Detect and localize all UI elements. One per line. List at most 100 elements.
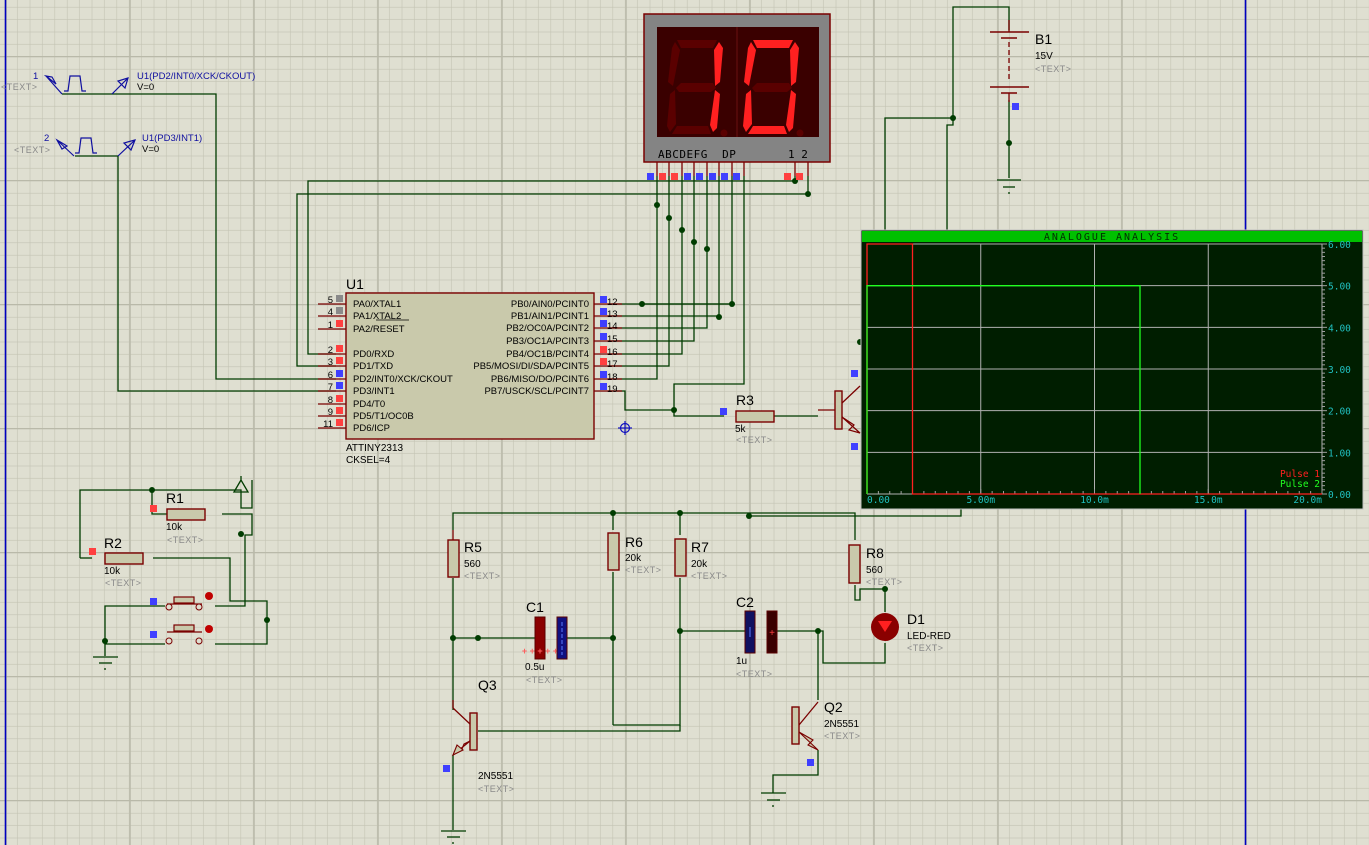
- led-d1[interactable]: D1 LED-RED <TEXT>: [871, 611, 951, 653]
- battery-b1[interactable]: B1 15V <TEXT>: [990, 20, 1072, 110]
- mcu-part: ATTINY2313: [346, 443, 403, 454]
- probe-arrow-icon: [117, 139, 137, 157]
- transistor-q1[interactable]: [818, 370, 861, 450]
- pin-number: 11: [323, 419, 333, 430]
- pin-name: PA2/RESET: [353, 324, 405, 335]
- pin-name: PB2/OC0A/PCINT2: [506, 323, 589, 334]
- resistor-r1[interactable]: R1 10k <TEXT>: [150, 490, 206, 545]
- probe-arrow-icon: [111, 77, 129, 95]
- pin-state-indicator: [336, 295, 343, 302]
- q2-ref: Q2: [824, 699, 843, 715]
- r6-text-placeholder: <TEXT>: [625, 565, 662, 575]
- segment-c: [786, 90, 796, 132]
- generator-2[interactable]: 2 <TEXT>: [14, 133, 97, 157]
- generator-1[interactable]: 1 <TEXT>: [1, 71, 86, 95]
- capacitor-c1[interactable]: + + + + + C1 0.5u <TEXT>: [522, 599, 568, 685]
- ground-b1: [997, 179, 1021, 194]
- resistor-r8[interactable]: R8 560 <TEXT>: [848, 544, 903, 587]
- voltage-probe-2[interactable]: U1(PD3/INT1) V=0: [117, 133, 202, 157]
- segment-dp: [796, 129, 804, 137]
- resistor-r2[interactable]: R2 10k <TEXT>: [89, 535, 144, 588]
- q3-ref: Q3: [478, 677, 497, 693]
- probe-value: V=0: [137, 82, 154, 93]
- segment-pin-label: ABCDEFG DP: [658, 148, 736, 161]
- q3-value: 2N5551: [478, 771, 513, 782]
- pin-state-indicator: [336, 382, 343, 389]
- pin-state-indicator: [336, 345, 343, 352]
- r1-value: 10k: [166, 522, 183, 533]
- d1-ref: D1: [907, 611, 925, 627]
- pin-state-indicator: [336, 395, 343, 402]
- analogue-analysis-graph[interactable]: ANALOGUE ANALYSIS 0.001.002.003.004.005.…: [860, 229, 1364, 510]
- resistor-r6[interactable]: R6 20k <TEXT>: [607, 532, 662, 575]
- pin-state-indicator: [336, 419, 343, 426]
- voltage-probe-1[interactable]: U1(PD2/INT0/XCK/CKOUT) V=0: [111, 71, 255, 95]
- svg-text:+ + + + +: + + + + +: [522, 646, 558, 656]
- r5-ref: R5: [464, 539, 482, 555]
- resistor-r3[interactable]: R3 5k <TEXT>: [720, 392, 775, 445]
- crosshair-cursor-icon: [618, 421, 632, 435]
- pin-number: 5: [328, 295, 333, 306]
- pushbutton-1[interactable]: [150, 592, 213, 611]
- r1-ref: R1: [166, 490, 184, 506]
- probe-label: U1(PD2/INT0/XCK/CKOUT): [137, 71, 255, 82]
- pin-number: 19: [607, 384, 618, 395]
- resistor-r7[interactable]: R7 20k <TEXT>: [674, 538, 728, 581]
- mcu-ref: U1: [346, 276, 364, 292]
- pin-number: 15: [607, 334, 618, 345]
- pin-number: 14: [607, 321, 618, 332]
- pin-name: PD1/TXD: [353, 361, 393, 372]
- pushbutton-2[interactable]: [150, 624, 213, 645]
- x-tick-label: 0.00: [867, 495, 890, 506]
- pin-number: 2: [328, 345, 333, 356]
- resistor-r5[interactable]: R5 560 <TEXT>: [447, 530, 501, 581]
- battery-text-placeholder: <TEXT>: [1035, 64, 1072, 74]
- pin-number: 16: [607, 347, 618, 358]
- r2-value: 10k: [104, 566, 121, 577]
- pin-name: PD4/T0: [353, 399, 385, 410]
- r3-value: 5k: [735, 424, 747, 435]
- y-tick-label: 2.00: [1328, 407, 1351, 418]
- pin-state-indicator: [600, 346, 607, 353]
- pin-state-indicator: [600, 296, 607, 303]
- capacitor-c2[interactable]: + C2 1u <TEXT>: [736, 594, 778, 679]
- graph-title: ANALOGUE ANALYSIS: [1044, 232, 1180, 243]
- segment-e: [667, 90, 676, 132]
- generator-number: 1: [33, 71, 38, 82]
- generator-text-placeholder: <TEXT>: [14, 145, 51, 155]
- transistor-q2[interactable]: Q2 2N5551 <TEXT>: [791, 699, 861, 766]
- segment-b: [790, 42, 799, 86]
- r2-text-placeholder: <TEXT>: [105, 578, 142, 588]
- pin-number: 17: [607, 359, 618, 370]
- svg-text:+: +: [769, 628, 775, 639]
- r6-ref: R6: [625, 534, 643, 550]
- seven-segment-display[interactable]: ABCDEFG DP 1 2: [643, 13, 831, 180]
- segment-a: [677, 40, 717, 48]
- r7-value: 20k: [691, 559, 708, 570]
- junctions: [102, 115, 1012, 644]
- q3-text-placeholder: <TEXT>: [478, 784, 515, 794]
- d1-text-placeholder: <TEXT>: [907, 643, 944, 653]
- r2-ref: R2: [104, 535, 122, 551]
- button-actuator-icon[interactable]: [205, 625, 213, 633]
- pin-name: PD5/T1/OC0B: [353, 411, 414, 422]
- button-actuator-icon[interactable]: [205, 592, 213, 600]
- pin-state-indicator: [336, 370, 343, 377]
- c2-text-placeholder: <TEXT>: [736, 669, 773, 679]
- graph-y-ticks: 0.001.002.003.004.005.006.00: [1328, 240, 1351, 501]
- segment-d: [748, 126, 787, 134]
- transistor-q3[interactable]: Q3 2N5551 <TEXT>: [443, 677, 515, 794]
- r3-ref: R3: [736, 392, 754, 408]
- q2-value: 2N5551: [824, 719, 859, 730]
- r1-text-placeholder: <TEXT>: [167, 535, 204, 545]
- legend-entry: Pulse 2: [1280, 479, 1320, 490]
- graph-title-bar[interactable]: [862, 231, 1362, 242]
- y-tick-label: 4.00: [1328, 323, 1351, 334]
- legend-entry: Pulse 1: [1280, 469, 1320, 480]
- pin-state-indicator: [600, 320, 607, 327]
- generator-number: 2: [44, 133, 49, 144]
